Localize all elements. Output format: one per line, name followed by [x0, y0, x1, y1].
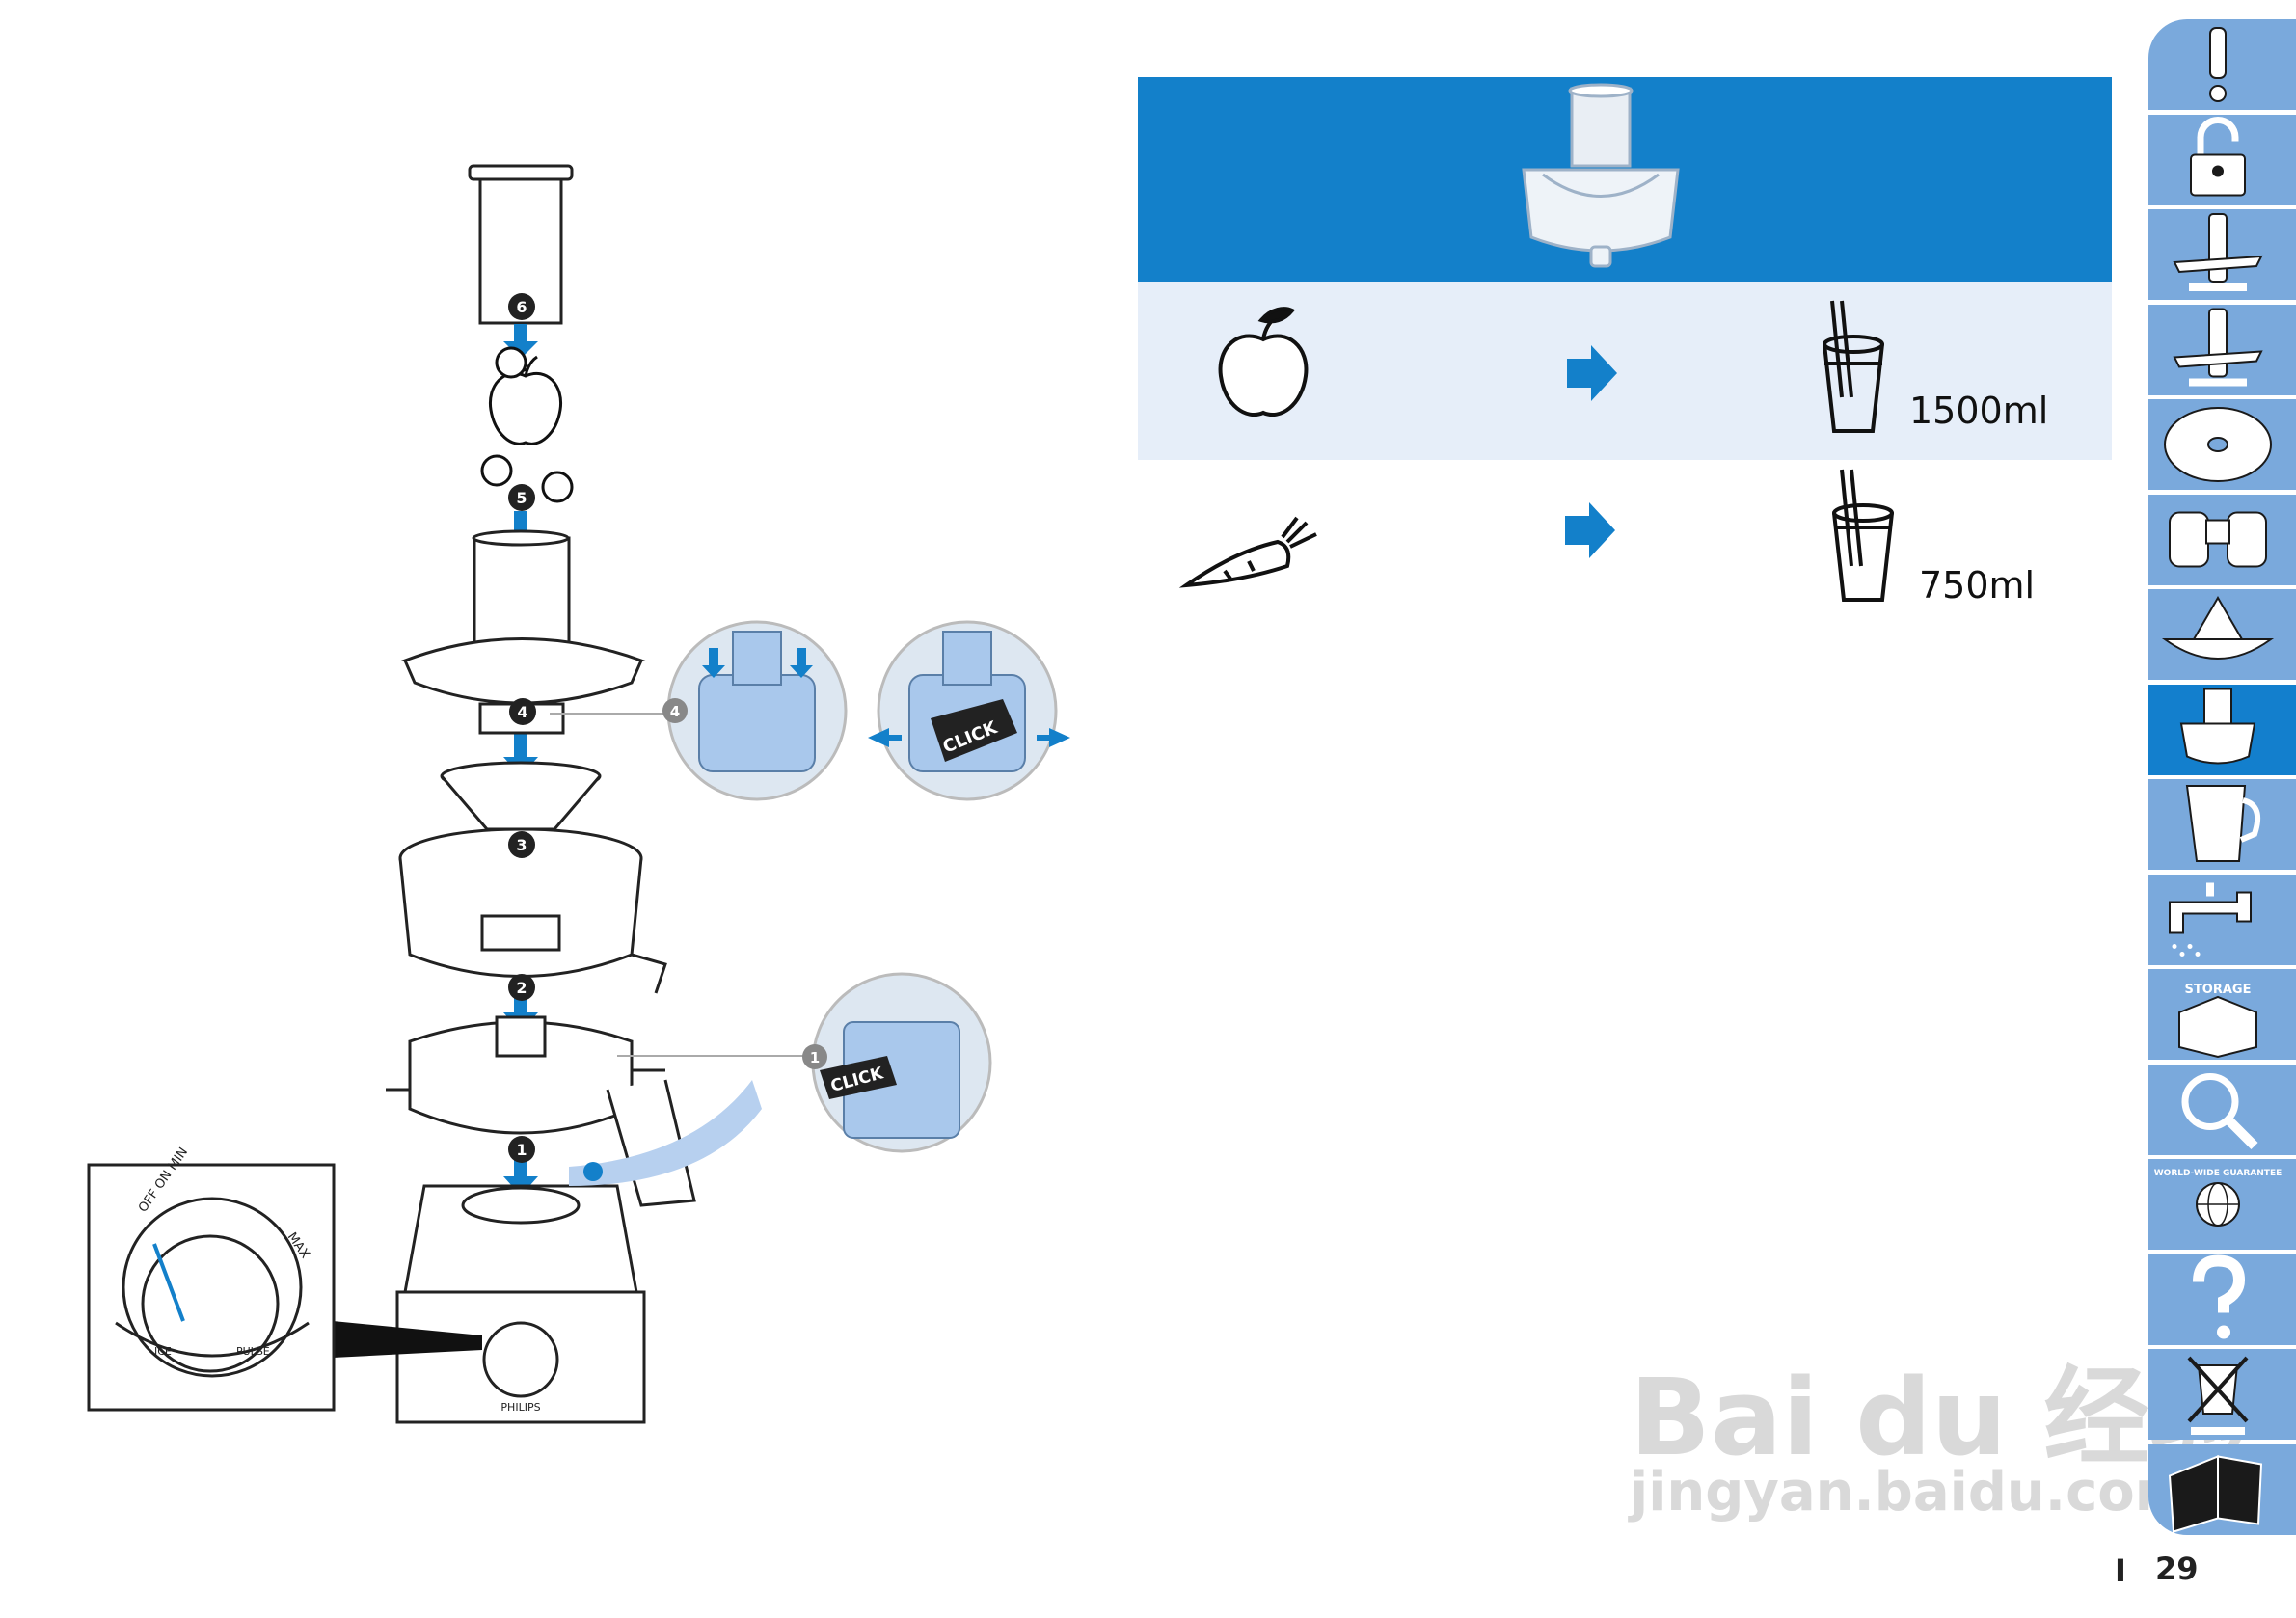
citrus-press-icon — [2161, 596, 2275, 660]
sidebar-icons: STORAGE WORLD-WIDE GUARANTEE — [2154, 27, 2282, 1533]
step-6-badge: 6 — [516, 298, 527, 316]
arrow-right-icon — [1565, 502, 1615, 558]
table-icons — [1178, 300, 1894, 602]
dough-tool-icon — [2169, 511, 2267, 568]
guarantee-label: WORLD-WIDE GUARANTEE — [2154, 1169, 2282, 1178]
lid — [400, 529, 646, 735]
question-icon — [2193, 1254, 2246, 1339]
table-header — [1138, 77, 2112, 282]
detail-1-badge: 1 — [810, 1049, 820, 1066]
assembly-diagram: PHILIPS OFF ON MIN MAX ICE PULSE 6 5 4 3… — [87, 164, 1070, 1424]
kneading-blade-icon — [2173, 213, 2263, 291]
knob-pulse-label: PULSE — [236, 1345, 270, 1358]
fruit-icons — [480, 346, 574, 503]
tap-icon — [2169, 882, 2252, 957]
juicer-header-icon — [1522, 83, 1680, 268]
apple-juice-volume: 1500ml — [1909, 390, 2049, 432]
motor-unit: PHILIPS — [395, 1184, 646, 1424]
arrow-right-icon — [1567, 345, 1617, 401]
book-icon — [2168, 1455, 2263, 1533]
disc-icon — [2164, 407, 2272, 482]
watermark-url: jingyan.baidu.com — [1630, 1461, 2192, 1524]
knob-detail: OFF ON MIN MAX ICE PULSE — [87, 1146, 336, 1412]
chopping-blade-icon — [2173, 308, 2263, 387]
glass-icon — [1832, 469, 1894, 602]
detail-pointer — [333, 1321, 482, 1358]
juicer-icon — [2179, 688, 2256, 765]
bowl — [386, 1015, 696, 1207]
detail-4-badge: 4 — [670, 703, 680, 720]
page-number: 29 — [2155, 1551, 2199, 1587]
storage-box-icon: STORAGE — [2178, 983, 2257, 1059]
globe-icon: WORLD-WIDE GUARANTEE — [2154, 1169, 2282, 1227]
carrot-icon — [1178, 516, 1317, 588]
carrot-juice-volume: 750ml — [1919, 564, 2036, 607]
storage-label: STORAGE — [2185, 983, 2252, 997]
pulp-container — [398, 827, 667, 994]
step-5-badge: 5 — [516, 489, 527, 507]
lid-lock-detail: 4 CLICK — [662, 620, 1070, 801]
step-2-badge: 2 — [516, 979, 527, 997]
step-4-badge: 4 — [517, 703, 527, 721]
step-3-badge: 3 — [516, 836, 527, 854]
unlocked-padlock-icon — [2190, 117, 2246, 197]
page-marker: I — [2115, 1552, 2126, 1589]
apple-icon — [1218, 307, 1309, 417]
step-badges: 6 5 4 3 2 1 — [508, 293, 536, 1163]
blender-jar-icon — [2185, 785, 2260, 862]
exclamation-icon — [2209, 27, 2227, 102]
bowl-lock-detail: 1 CLICK — [569, 972, 992, 1186]
knob-ice-label: ICE — [154, 1345, 172, 1358]
glass-icon — [1823, 300, 1884, 433]
crossed-bin-icon — [2187, 1356, 2249, 1435]
brand-label: PHILIPS — [500, 1401, 540, 1414]
magnifier-icon — [2181, 1073, 2258, 1150]
step-1-badge: 1 — [516, 1141, 527, 1159]
